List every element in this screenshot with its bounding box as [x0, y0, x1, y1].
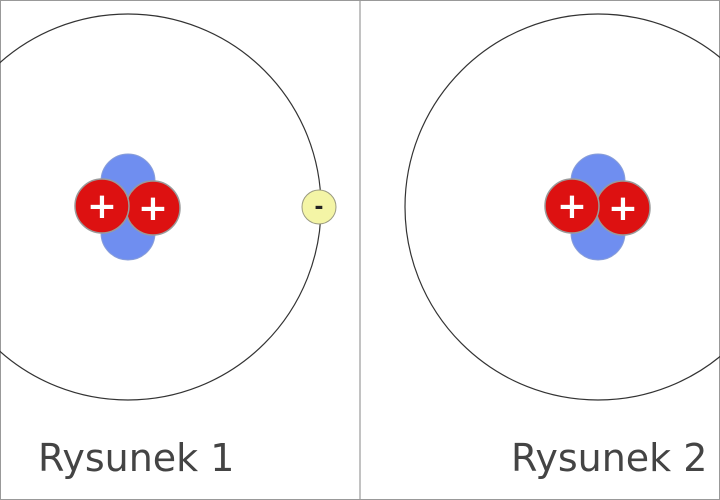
electron-minus-sign: -	[314, 195, 323, 220]
proton-plus-sign: +	[87, 186, 117, 227]
electron: -	[301, 189, 337, 225]
orbit-2	[404, 13, 720, 401]
proton-plus-sign: +	[138, 188, 168, 229]
nucleus-1: + +	[74, 153, 181, 261]
proton	[74, 178, 130, 234]
proton-plus-sign: +	[608, 188, 638, 229]
atom-1: + + -	[0, 13, 337, 401]
atom-2: + +	[404, 13, 720, 401]
nucleus-2: + +	[544, 153, 651, 261]
electron-circle	[301, 189, 337, 225]
proton	[544, 178, 600, 234]
caption-figure-1: Rysunek 1	[38, 436, 235, 480]
proton-plus-sign: +	[557, 186, 587, 227]
caption-figure-2: Rysunek 2	[511, 436, 708, 480]
